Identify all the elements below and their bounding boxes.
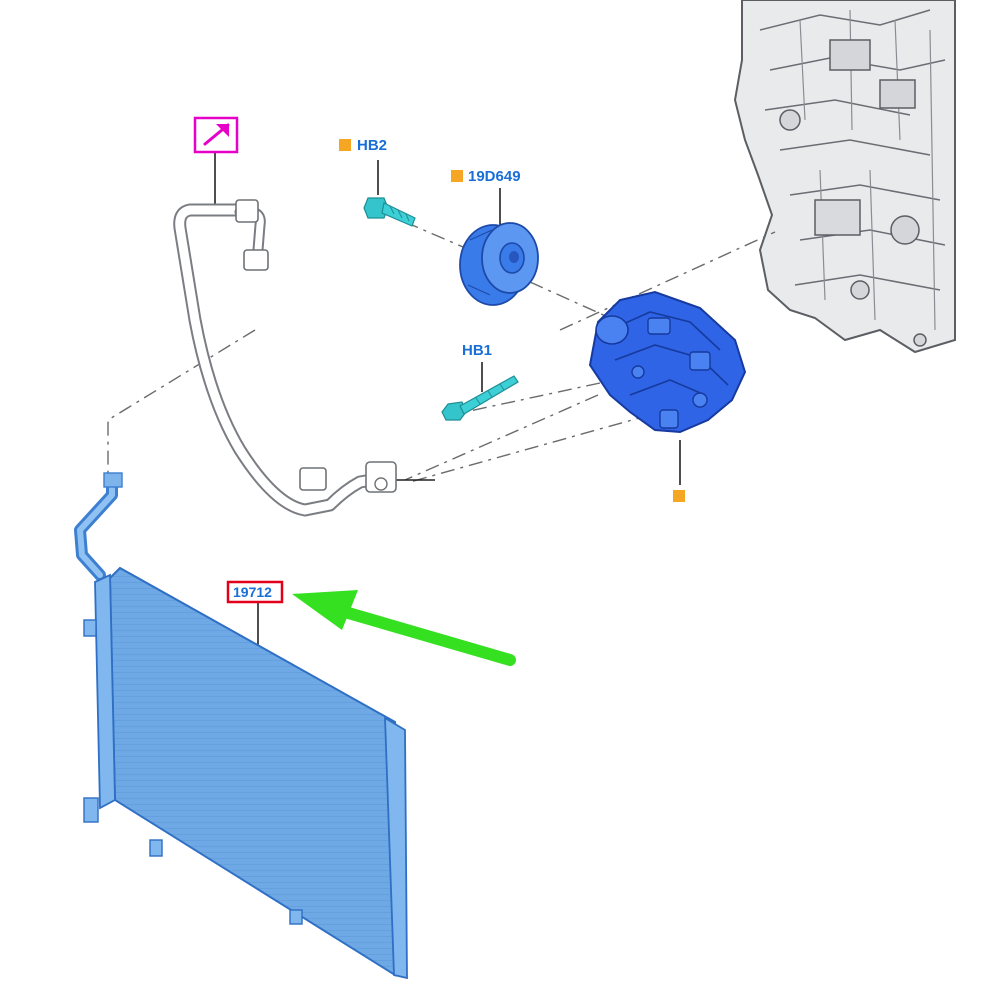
- callout-hb2[interactable]: HB2: [339, 137, 387, 154]
- orange-square-marker-icon: [451, 170, 463, 182]
- orange-square-marker-icon: [673, 490, 685, 502]
- external-reference-box[interactable]: [193, 116, 239, 154]
- callout-19712-label: 19712: [233, 584, 272, 600]
- callout-hb1[interactable]: HB1: [462, 342, 492, 359]
- callout-19d649[interactable]: 19D649: [451, 168, 521, 185]
- green-pointer-arrow: [292, 590, 516, 666]
- condenser-19712[interactable]: [74, 472, 408, 980]
- engine-block: [733, 0, 956, 354]
- callout-19712[interactable]: 19712: [226, 580, 284, 604]
- refrigerant-hose: [173, 199, 397, 517]
- callout-hb2-label: HB2: [357, 137, 387, 154]
- external-reference-arrow-icon: [203, 123, 230, 146]
- pulley-19d649[interactable]: [459, 222, 539, 306]
- leader-lines: [214, 152, 681, 648]
- highlight-box: [226, 580, 284, 604]
- callout-hb1-label: HB1: [462, 342, 492, 359]
- assembly-lines: [107, 221, 776, 483]
- callout-19d649-label: 19D649: [468, 168, 521, 185]
- ac-compressor[interactable]: [588, 290, 747, 434]
- bolt-hb1[interactable]: [441, 375, 519, 421]
- callout-compressor-marker[interactable]: [673, 490, 685, 502]
- bolt-hb2[interactable]: [363, 197, 416, 227]
- orange-square-marker-icon: [339, 139, 351, 151]
